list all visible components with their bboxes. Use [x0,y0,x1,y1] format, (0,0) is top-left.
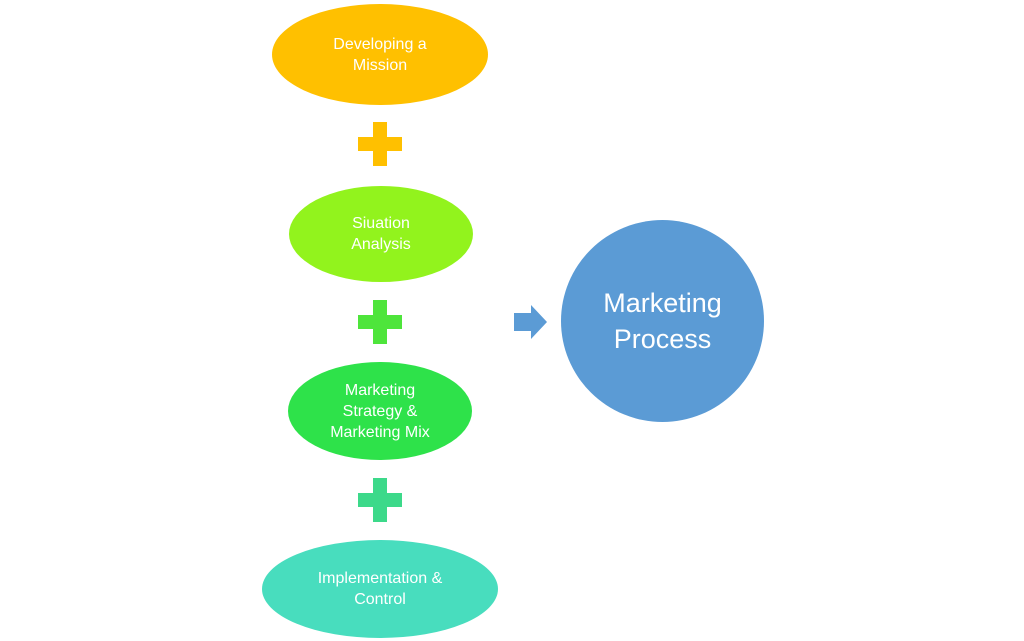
plus-icon [358,300,402,344]
arrow-right-icon [514,305,547,339]
step-label: Implementation & Control [317,570,443,608]
step-label: Marketing Strategy & Marketing Mix [330,381,430,441]
step-situation-analysis: Siuation Analysis [289,186,473,282]
result-marketing-process: Marketing Process [561,220,764,422]
result-label: Marketing Process [603,288,722,354]
step-implementation-control: Implementation & Control [262,540,498,638]
step-label: Siuation Analysis [351,215,411,253]
plus-shape [358,122,402,166]
arrow-shape [514,305,547,339]
step-marketing-strategy: Marketing Strategy & Marketing Mix [288,362,472,460]
step-label: Developing a Mission [333,35,427,74]
step-developing-mission: Developing a Mission [272,4,488,105]
plus-icon [358,122,402,166]
plus-icon [358,478,402,522]
plus-shape [358,478,402,522]
plus-shape [358,300,402,344]
